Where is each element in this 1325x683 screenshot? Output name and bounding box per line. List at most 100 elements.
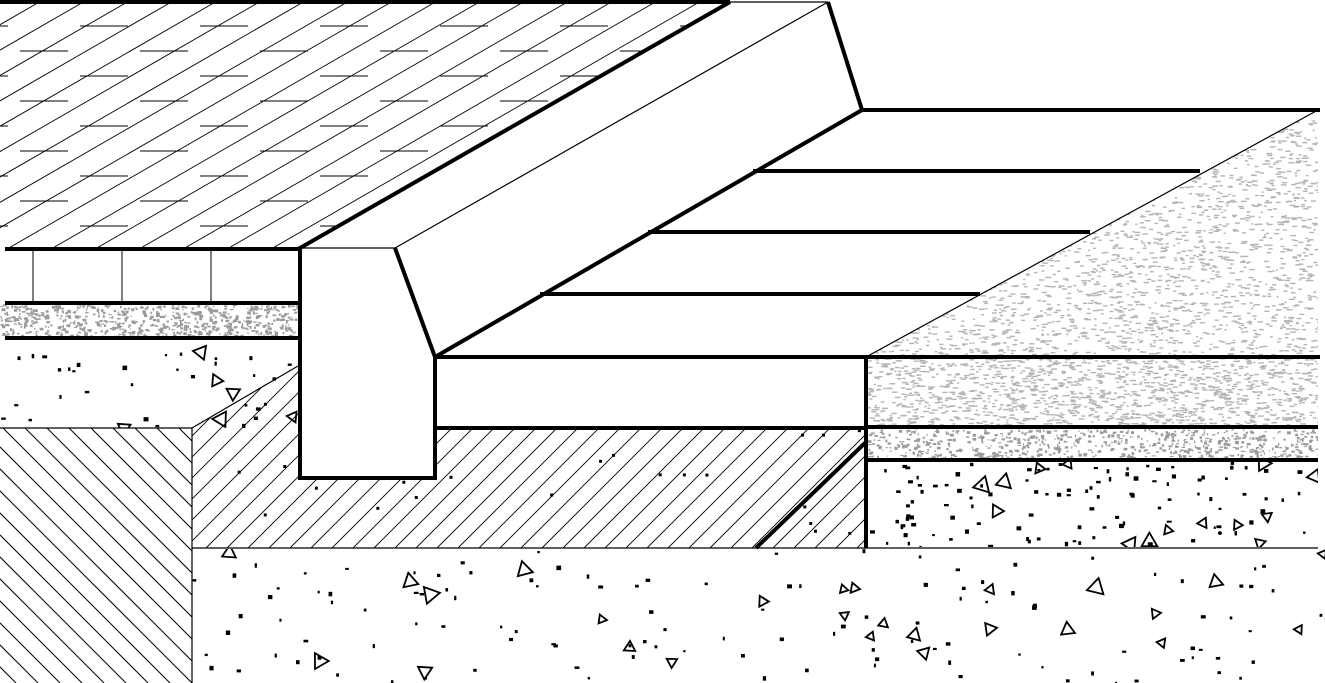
asphalt-grain	[1310, 182, 1317, 185]
asphalt-grain	[1200, 258, 1206, 260]
fill-hatch-line	[192, 365, 248, 548]
asphalt-grain	[1301, 157, 1307, 159]
asphalt-grain	[1269, 146, 1276, 148]
asphalt-grain	[1021, 370, 1026, 372]
asphalt-grain	[1309, 414, 1313, 416]
asphalt-grain	[1096, 393, 1100, 395]
asphalt-grain	[1055, 407, 1060, 409]
asphalt-grain	[1194, 246, 1200, 249]
asphalt-grain	[1264, 205, 1267, 207]
asphalt-grain	[993, 145, 996, 147]
slab-joint	[31, 0, 483, 248]
asphalt-grain	[1227, 391, 1234, 394]
asphalt-grain	[1012, 406, 1018, 408]
asphalt-grain	[901, 393, 906, 395]
asphalt-grain	[1082, 302, 1088, 305]
asphalt-grain	[925, 286, 930, 289]
asphalt-grain	[1113, 157, 1117, 159]
asphalt-grain	[1023, 266, 1027, 268]
asphalt-grain	[1270, 387, 1275, 389]
asphalt-grain	[1164, 234, 1169, 236]
asphalt-grain	[924, 222, 928, 224]
asphalt-grain	[1295, 161, 1302, 164]
asphalt-grain	[874, 203, 878, 205]
asphalt-grain	[1229, 403, 1233, 406]
gravel-grain	[118, 333, 122, 335]
asphalt-grain	[1024, 367, 1028, 369]
asphalt-grain	[883, 387, 887, 390]
asphalt-grain	[1035, 141, 1041, 144]
asphalt-grain	[973, 405, 978, 407]
asphalt-grain	[986, 263, 989, 266]
asphalt-grain	[1110, 189, 1115, 191]
fill-dot	[848, 531, 852, 535]
asphalt-grain	[1114, 308, 1119, 311]
asphalt-grain	[997, 182, 1003, 184]
gravel-grain	[97, 315, 100, 318]
asphalt-road-hatch	[866, 357, 1318, 427]
asphalt-grain	[946, 338, 953, 340]
asphalt-grain	[894, 396, 901, 399]
asphalt-grain	[1024, 240, 1029, 242]
asphalt-grain	[985, 374, 988, 377]
asphalt-grain	[994, 342, 1001, 344]
asphalt-grain	[972, 307, 978, 309]
asphalt-grain	[1099, 329, 1104, 331]
asphalt-grain	[1157, 265, 1161, 268]
asphalt-grain	[1097, 275, 1101, 278]
asphalt-grain	[1013, 339, 1018, 341]
asphalt-grain	[993, 319, 998, 322]
asphalt-grain	[1248, 249, 1255, 251]
asphalt-grain	[969, 126, 973, 129]
asphalt-grain	[1128, 328, 1132, 330]
asphalt-grain	[1080, 265, 1084, 267]
asphalt-grain	[1148, 307, 1152, 309]
asphalt-grain	[1208, 218, 1211, 221]
asphalt-grain	[1181, 164, 1188, 166]
asphalt-grain	[1117, 215, 1121, 218]
asphalt-grain	[1209, 267, 1213, 269]
asphalt-grain	[1016, 223, 1022, 226]
asphalt-grain	[996, 281, 1002, 283]
asphalt-grain	[1159, 316, 1165, 318]
asphalt-grain	[1090, 130, 1094, 133]
asphalt-grain	[1099, 395, 1105, 397]
asphalt-grain	[1053, 120, 1059, 123]
asphalt-grain	[986, 186, 993, 188]
asphalt-grain	[949, 286, 956, 289]
asphalt-grain	[1166, 420, 1172, 422]
asphalt-grain	[1126, 423, 1131, 425]
asphalt-grain	[1016, 163, 1022, 166]
asphalt-grain	[1198, 185, 1203, 188]
asphalt-grain	[1025, 348, 1029, 350]
asphalt-grain	[918, 117, 924, 119]
asphalt-grain	[1147, 242, 1152, 245]
gravel-grain	[17, 332, 20, 335]
asphalt-grain	[1114, 317, 1121, 320]
asphalt-grain	[1032, 241, 1038, 243]
asphalt-grain	[1122, 401, 1126, 404]
asphalt-grain	[882, 156, 889, 158]
asphalt-grain	[899, 297, 906, 299]
asphalt-grain	[1066, 333, 1069, 336]
asphalt-grain	[1095, 270, 1098, 272]
asphalt-grain	[1178, 391, 1184, 394]
asphalt-grain	[965, 401, 970, 403]
asphalt-grain	[1124, 413, 1129, 416]
asphalt-grain	[935, 253, 941, 256]
asphalt-grain	[1049, 224, 1054, 226]
asphalt-grain	[1083, 241, 1087, 243]
asphalt-grain	[972, 342, 975, 344]
gravel-grain	[208, 335, 210, 336]
asphalt-grain	[1034, 406, 1039, 409]
asphalt-grain	[1048, 162, 1052, 164]
asphalt-grain	[1238, 365, 1245, 368]
asphalt-grain	[1125, 332, 1130, 334]
asphalt-grain	[875, 359, 879, 361]
asphalt-grain	[1020, 407, 1026, 409]
asphalt-grain	[1089, 407, 1095, 410]
asphalt-grain	[1034, 386, 1038, 388]
asphalt-grain	[1087, 174, 1090, 176]
asphalt-grain	[978, 193, 984, 196]
fill-dot	[579, 392, 583, 396]
